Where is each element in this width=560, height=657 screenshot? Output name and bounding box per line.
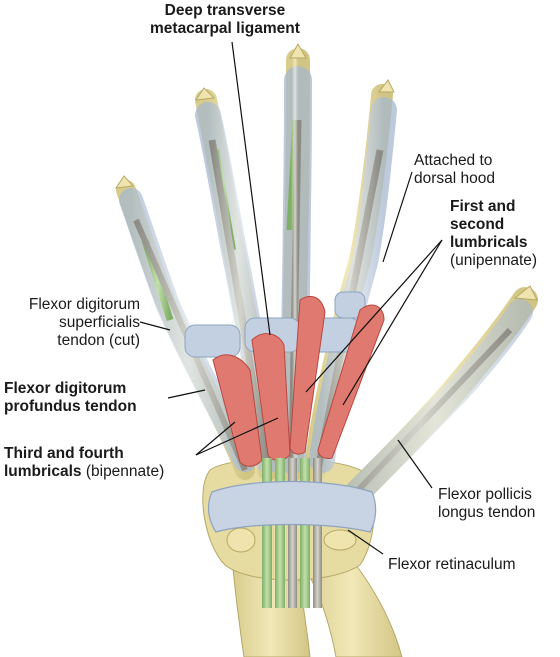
label-fpl-line2: longus tendon bbox=[438, 504, 536, 521]
leader-first-second-a bbox=[305, 239, 443, 393]
label-attached-dorsal-line1: Attached to bbox=[414, 152, 493, 169]
label-fpl-tendon: Flexor pollicis longus tendon bbox=[438, 486, 535, 522]
leader-third-fourth-a bbox=[195, 421, 236, 456]
leader-first-second-b bbox=[342, 239, 443, 406]
label-fds-line3: tendon (cut) bbox=[57, 332, 140, 349]
label-fds-line1: Flexor digitorum bbox=[28, 296, 140, 313]
label-first-second-lumbricals: First and second lumbricals (unipennate) bbox=[450, 198, 537, 270]
leader-third-fourth-b bbox=[195, 417, 279, 456]
label-fpl-line1: Flexor pollicis bbox=[438, 486, 532, 503]
label-fdp-line1: Flexor digitorum bbox=[4, 380, 127, 397]
label-fds-tendon: Flexor digitorum superficialis tendon (c… bbox=[4, 296, 140, 350]
label-third-fourth-line1: Third and fourth bbox=[4, 445, 124, 462]
label-third-fourth-lumbricals: Third and fourth lumbricals (bipennate) bbox=[4, 445, 164, 481]
label-deep-transverse-line2: metacarpal ligament bbox=[150, 20, 300, 37]
label-flexor-retinaculum: Flexor retinaculum bbox=[388, 556, 516, 574]
label-first-second-line4: (unipennate) bbox=[450, 252, 538, 269]
label-third-fourth-line2: lumbricals bbox=[4, 463, 82, 480]
index-finger bbox=[304, 79, 397, 481]
label-fdp-line2: profundus tendon bbox=[4, 398, 137, 415]
leader-lines bbox=[139, 41, 443, 555]
label-first-second-line2: second bbox=[450, 216, 505, 233]
label-first-second-line3: lumbricals bbox=[450, 234, 528, 251]
carpal-tunnel-tendons bbox=[262, 458, 322, 608]
thumb bbox=[327, 285, 538, 523]
leader-deep-transverse bbox=[231, 41, 271, 336]
pisiform-bone bbox=[226, 527, 256, 553]
lumbrical-2 bbox=[289, 296, 326, 455]
lumbrical-muscles bbox=[212, 296, 385, 467]
label-deep-transverse: Deep transverse metacarpal ligament bbox=[150, 2, 300, 38]
label-fdp-tendon: Flexor digitorum profundus tendon bbox=[4, 380, 137, 416]
lumbrical-1 bbox=[317, 304, 385, 459]
label-attached-dorsal: Attached to dorsal hood bbox=[414, 152, 495, 188]
label-retinaculum-line1: Flexor retinaculum bbox=[388, 556, 516, 573]
label-third-fourth-line2b: (bipennate) bbox=[81, 463, 165, 480]
trapezium-bone bbox=[323, 529, 357, 551]
flexor-retinaculum-band bbox=[207, 480, 377, 533]
leader-fdp bbox=[167, 389, 206, 399]
label-fds-line2: superficialis bbox=[59, 314, 140, 331]
label-deep-transverse-line1: Deep transverse bbox=[164, 2, 286, 19]
label-attached-dorsal-line2: dorsal hood bbox=[414, 170, 496, 187]
leader-fpl bbox=[397, 439, 433, 489]
leader-retinaculum bbox=[347, 529, 384, 555]
ring-fdp-tendon bbox=[208, 139, 272, 471]
leader-fds bbox=[139, 321, 171, 331]
leader-attached-dorsal bbox=[382, 171, 413, 263]
label-first-second-line1: First and bbox=[450, 198, 516, 215]
